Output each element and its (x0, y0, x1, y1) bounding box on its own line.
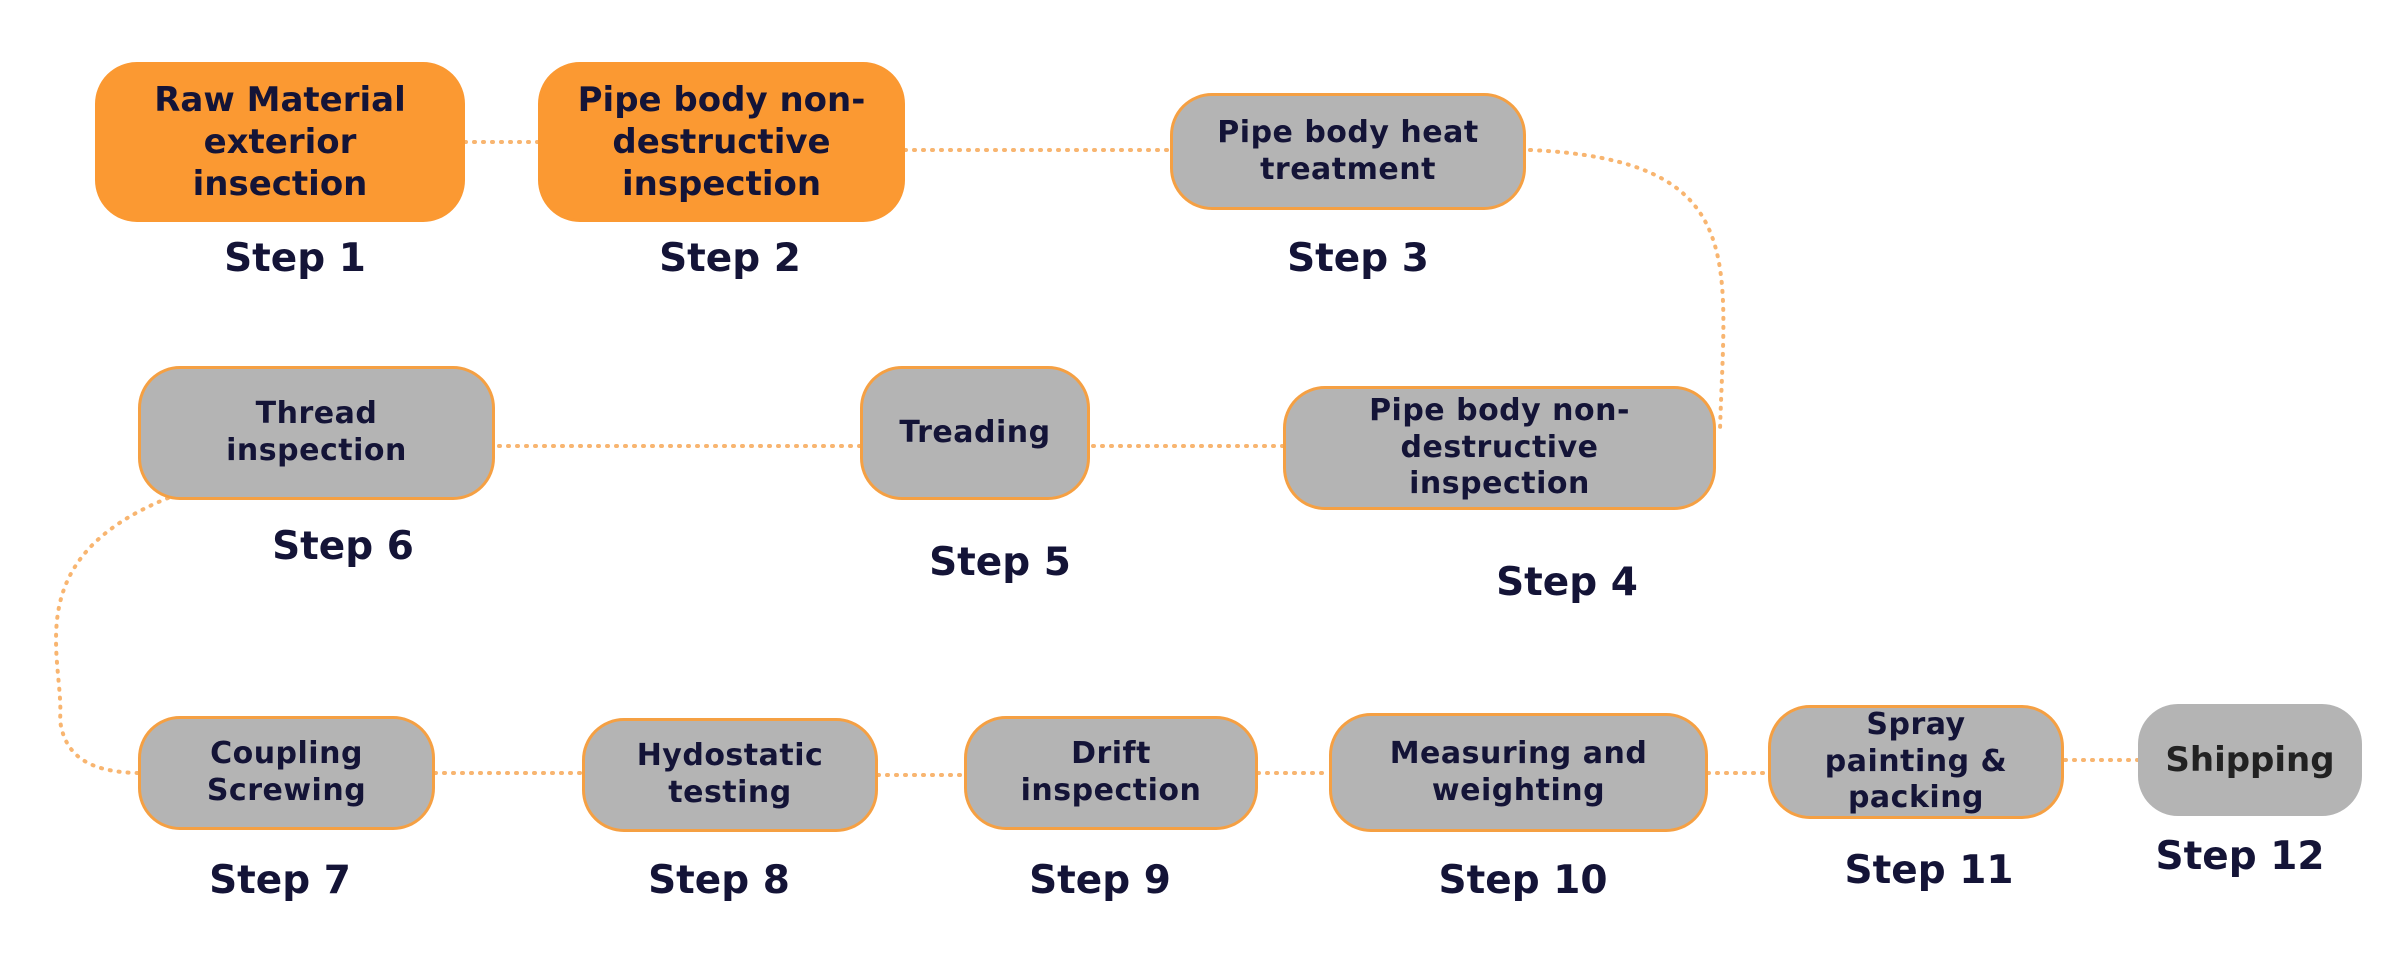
step-6-box: Thread inspection (138, 366, 495, 500)
step-5-label: Step 5 (929, 540, 1071, 585)
step-12-box-text: Shipping (2165, 740, 2335, 780)
step-10-box: Measuring and weighting (1329, 713, 1708, 832)
step-7-label: Step 7 (209, 858, 351, 903)
step-4-label: Step 4 (1496, 560, 1638, 605)
step-11-box-text: Spray painting & packing (1824, 707, 2008, 816)
step-12-label: Step 12 (2155, 834, 2325, 879)
step-11-label: Step 11 (1844, 848, 2014, 893)
step-2-box: Pipe body non-destructive inspection (538, 62, 905, 222)
step-3-label: Step 3 (1287, 236, 1429, 281)
step-5-box-text: Treading (899, 414, 1051, 450)
step-12-box: Shipping (2138, 704, 2362, 816)
step-2-label: Step 2 (659, 236, 801, 281)
step-10-label: Step 10 (1438, 858, 1608, 903)
step-6-box-text: Thread inspection (226, 396, 407, 468)
step-9-box: Drift inspection (964, 716, 1258, 830)
connector-6-7 (54, 496, 170, 775)
step-4-box: Pipe body non-destructive inspection (1283, 386, 1716, 510)
step-8-box: Hydostatic testing (582, 718, 878, 832)
step-8-label: Step 8 (648, 858, 790, 903)
step-1-label: Step 1 (224, 236, 366, 281)
step-9-box-text: Drift inspection (1020, 736, 1202, 808)
step-1-box: Raw Material exterior insection (95, 62, 465, 222)
step-10-box-text: Measuring and weighting (1389, 735, 1648, 808)
step-11-box: Spray painting & packing (1768, 705, 2064, 819)
step-7-box: Coupling Screwing (138, 716, 435, 830)
step-8-box-text: Hydostatic testing (636, 738, 824, 810)
step-3-box-text: Pipe body heat treatment (1217, 114, 1479, 187)
step-7-box-text: Coupling Screwing (206, 736, 367, 808)
connector-3-4 (1528, 148, 1726, 432)
step-1-box-text: Raw Material exterior insection (154, 79, 406, 205)
step-2-box-text: Pipe body non-destructive inspection (577, 79, 866, 205)
step-9-label: Step 9 (1029, 858, 1171, 903)
step-6-label: Step 6 (272, 524, 414, 569)
step-5-box: Treading (860, 366, 1090, 500)
step-3-box: Pipe body heat treatment (1170, 93, 1526, 210)
step-4-box-text: Pipe body non-destructive inspection (1369, 393, 1630, 502)
